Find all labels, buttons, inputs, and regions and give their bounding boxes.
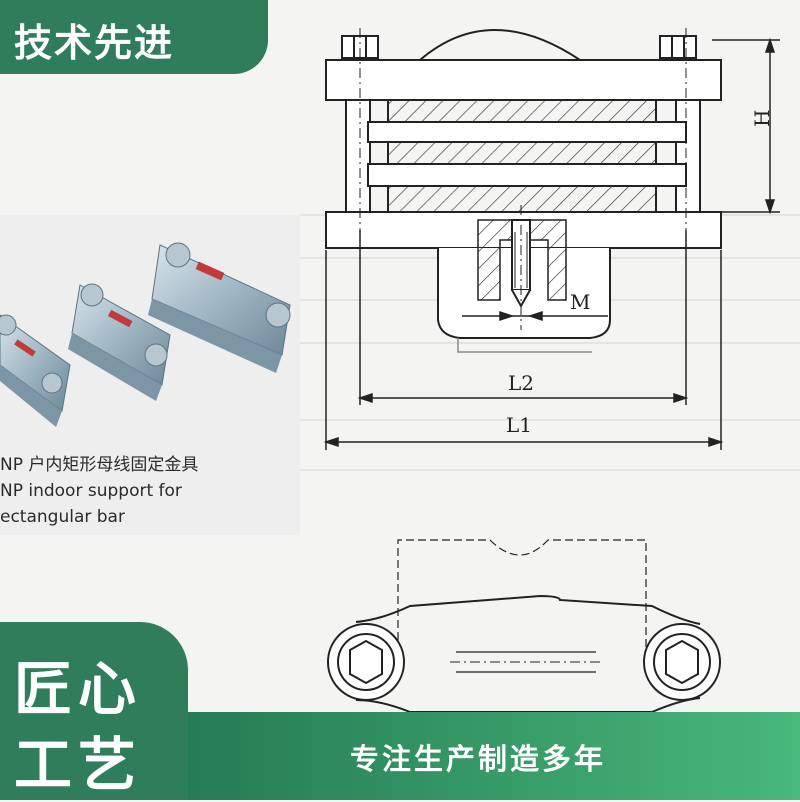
dimension-h	[712, 37, 780, 215]
caption-line-en-1: NP indoor support for	[0, 481, 182, 501]
product-caption: NP 户内矩形母线固定金具 NP indoor support for ecta…	[0, 452, 198, 530]
caption-line-en-2: ectangular bar	[0, 507, 125, 527]
dimension-h-label: H	[750, 110, 774, 127]
clamp-plan-view	[327, 539, 721, 713]
product-photo	[0, 215, 300, 535]
small-clamp	[0, 314, 71, 427]
dimension-l1	[323, 250, 724, 450]
clamp-section-view	[325, 28, 722, 353]
dimension-l2	[357, 230, 689, 405]
badge-top-text: 技术先进	[14, 21, 175, 65]
dimension-m-label: M	[570, 290, 590, 314]
caption-line-cn: NP 户内矩形母线固定金具	[0, 455, 199, 475]
badge-bottom-line1: 匠心	[14, 655, 143, 723]
badge-bottom-line2: 工艺	[14, 731, 143, 799]
feature-badge-top: 技术先进	[0, 0, 268, 74]
medium-clamp	[68, 283, 171, 401]
dimension-l2-label: L2	[508, 371, 534, 395]
product-illustration	[0, 242, 291, 427]
feature-badge-bottom: 匠心 工艺	[0, 622, 188, 800]
dimension-m	[462, 310, 608, 322]
dimension-l1-label: L1	[506, 413, 532, 437]
banner-text: 专注生产制造多年	[350, 742, 607, 776]
large-clamp	[148, 242, 291, 373]
